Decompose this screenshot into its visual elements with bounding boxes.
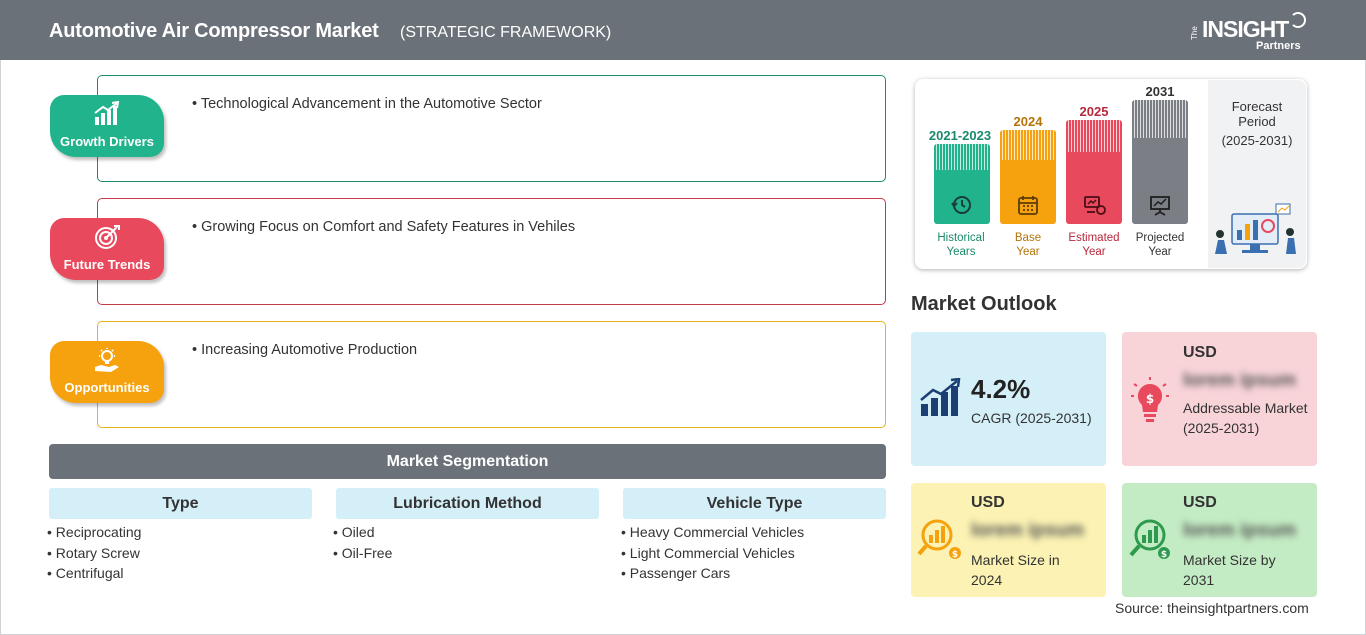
svg-text:$: $: [1161, 550, 1167, 560]
size2024-value: lorem ipsum: [971, 520, 1084, 541]
logo-the: The: [1190, 26, 1199, 40]
page-header: Automotive Air Compressor Market (STRATE…: [0, 0, 1366, 60]
future-trends-box: • Growing Focus on Comfort and Safety Fe…: [97, 198, 886, 305]
bar-estimated: [1066, 120, 1122, 224]
estimate-gear-icon: [1084, 196, 1106, 215]
logo-insight: INSIGHT: [1202, 16, 1289, 42]
addressable-market-card: $ USD lorem ipsum Addressable Market (20…: [1122, 332, 1317, 466]
label-historical-1: Historical: [937, 232, 985, 244]
future-trends-bullet: • Growing Focus on Comfort and Safety Fe…: [192, 219, 576, 235]
year-projected: 2031: [1145, 84, 1175, 99]
bar-stripes: [1132, 100, 1188, 138]
opportunities-tag: Opportunities: [50, 341, 164, 403]
list-item: Rotary Screw: [47, 545, 141, 566]
year-historical: 2021-2023: [928, 128, 992, 143]
growth-drivers-label: Growth Drivers: [60, 134, 154, 149]
bar-stripes: [1066, 120, 1122, 152]
label-base-1: Base: [1014, 232, 1042, 244]
segment-list-lubrication: Oiled Oil-Free: [333, 524, 393, 566]
forecast-label: Forecast Period: [1208, 99, 1306, 129]
page-title: Automotive Air Compressor Market: [49, 20, 379, 42]
cagr-value: 4.2%: [971, 374, 1031, 404]
list-item: Heavy Commercial Vehicles: [621, 524, 804, 545]
segment-heading-vehicle-type: Vehicle Type: [623, 488, 886, 519]
label-historical-2: Years: [946, 246, 976, 258]
year-base: 2024: [1013, 114, 1043, 129]
page-subtitle: (STRATEGIC FRAMEWORK): [400, 24, 612, 41]
target-icon: [95, 225, 120, 249]
label-base-2: Year: [1016, 246, 1040, 258]
forecast-line2: Period: [1238, 114, 1276, 129]
bar-stripes: [934, 144, 990, 170]
addressable-value: lorem ipsum: [1183, 370, 1296, 391]
list-item: Passenger Cars: [621, 565, 804, 586]
list-item: Reciprocating: [47, 524, 142, 545]
future-trends-label: Future Trends: [63, 257, 151, 272]
label-historical: Historical Years: [922, 231, 1000, 259]
growth-drivers-box: • Technological Advancement in the Autom…: [97, 75, 886, 182]
addressable-usd: USD: [1183, 344, 1217, 361]
list-item: Centrifugal: [47, 565, 141, 586]
analytics-illustration-icon: [1215, 203, 1296, 254]
list-item: Light Commercial Vehicles: [621, 545, 804, 566]
logo-arc-icon: [1290, 12, 1306, 28]
market-size-2024-card: $ USD lorem ipsum Market Size in 2024: [911, 483, 1106, 597]
projection-board-icon: [1150, 196, 1170, 216]
label-estimated: Estimated Year: [1060, 231, 1128, 259]
growth-bars-icon: [920, 378, 961, 416]
svg-text:$: $: [1146, 392, 1154, 406]
label-estimated-2: Year: [1082, 246, 1106, 258]
label-projected-1: Projected: [1135, 232, 1185, 244]
cagr-label: CAGR (2025-2031): [971, 410, 1092, 426]
segment-list-vehicle-type: Heavy Commercial Vehicles Light Commerci…: [621, 524, 804, 586]
list-item: Oiled: [333, 524, 392, 545]
market-size-2031-card: $ USD lorem ipsum Market Size by 2031: [1122, 483, 1317, 597]
opportunities-bullet: • Increasing Automotive Production: [192, 342, 418, 358]
size2031-value: lorem ipsum: [1183, 520, 1296, 541]
bar-base: [1000, 130, 1056, 224]
label-projected-2: Year: [1148, 246, 1172, 258]
opportunities-label: Opportunities: [64, 380, 150, 395]
segment-heading-lubrication: Lubrication Method: [336, 488, 599, 519]
size2024-label: Market Size in 2024: [971, 552, 1060, 588]
growth-drivers-tag: Growth Drivers: [50, 95, 164, 157]
cagr-card: 4.2% CAGR (2025-2031): [911, 332, 1106, 466]
label-base: Base Year: [998, 231, 1058, 259]
label-estimated-1: Estimated: [1068, 232, 1120, 244]
growth-drivers-bullet: • Technological Advancement in the Autom…: [192, 96, 542, 112]
size2024-usd: USD: [971, 494, 1005, 511]
future-trends-tag: Future Trends: [50, 218, 164, 280]
segment-list-type: Reciprocating Rotary Screw Centrifugal: [47, 524, 142, 586]
forecast-period-panel: Forecast Period (2025-2031): [1208, 80, 1306, 268]
bar-projected: [1132, 100, 1188, 224]
bar-historical: [934, 144, 990, 224]
forecast-line1: Forecast: [1231, 99, 1283, 114]
logo-partners: Partners: [1256, 40, 1301, 52]
opportunities-box: • Increasing Automotive Production: [97, 321, 886, 428]
bar-stripes: [1000, 130, 1056, 160]
insight-partners-logo: The INSIGHT Partners: [1190, 12, 1310, 54]
label-projected: Projected Year: [1126, 231, 1194, 259]
calendar-icon: [1018, 196, 1038, 215]
lightbulb-hand-icon: [95, 348, 119, 372]
segment-heading-type: Type: [49, 488, 312, 519]
addressable-label: Addressable Market (2025-2031): [1183, 400, 1308, 436]
market-segmentation-bar: Market Segmentation: [49, 444, 886, 479]
growth-chart-icon: [94, 101, 120, 125]
money-bulb-icon: $: [1131, 377, 1169, 422]
magnifier-chart-icon: $: [917, 519, 961, 560]
magnifier-growth-icon: $: [1129, 519, 1170, 560]
source-credit: Source: theinsightpartners.com: [1115, 600, 1309, 616]
size2031-usd: USD: [1183, 494, 1217, 511]
forecast-range: (2025-2031): [1221, 133, 1293, 148]
history-clock-icon: [951, 196, 971, 214]
year-estimated: 2025: [1079, 104, 1109, 119]
list-item: Oil-Free: [333, 545, 393, 566]
svg-text:$: $: [952, 550, 958, 560]
size2031-label: Market Size by 2031: [1183, 552, 1276, 588]
market-outlook-title: Market Outlook: [911, 293, 1057, 315]
